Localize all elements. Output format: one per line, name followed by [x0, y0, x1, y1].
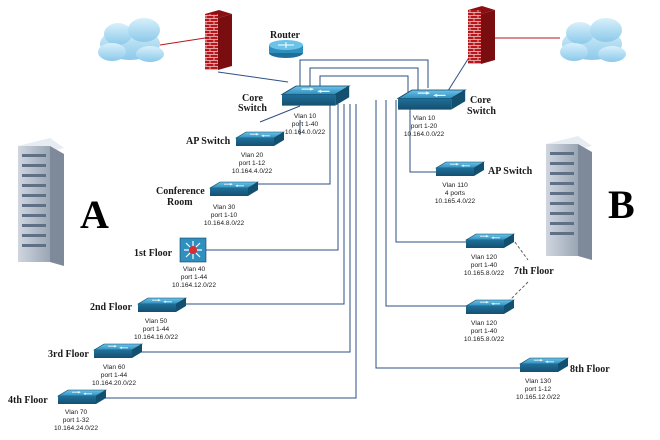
- floor2-vlan: Vlan 50: [145, 318, 168, 325]
- floor7-switch-1-icon: [465, 233, 515, 249]
- network-links: [100, 47, 524, 399]
- internet-links: [159, 37, 560, 46]
- floor3-link: [140, 104, 351, 353]
- core-switch-a-icon: [281, 85, 350, 107]
- trunk-link-3: [319, 75, 409, 92]
- floor4-link: [100, 104, 357, 399]
- floor1-label: 1st Floor: [134, 248, 173, 259]
- floor2-ports: port 1-44: [143, 326, 170, 333]
- floor7-dashed-links: [507, 237, 529, 303]
- floor7b-link: [385, 100, 470, 307]
- ap-b-label: AP Switch: [488, 166, 533, 177]
- core-b-subnet: 10.164.0.0/22: [404, 131, 445, 138]
- core-a-vlan: Vlan 10: [294, 113, 317, 120]
- cloud-left-icon: [98, 18, 164, 62]
- conference-vlan: Vlan 30: [213, 204, 236, 211]
- ap-a-label: AP Switch: [186, 136, 231, 147]
- ap-b-link: [409, 108, 440, 173]
- core-a-subnet: 10.164.0.0/22: [285, 129, 326, 136]
- building-b-icon: [546, 136, 592, 260]
- ap-a-ports: port 1-12: [239, 160, 266, 167]
- floor7-sw2-vlan: Vlan 120: [471, 320, 497, 327]
- core-b-label-2: Switch: [467, 106, 496, 117]
- floor7a-link: [395, 100, 470, 243]
- ap-a-link: [259, 105, 301, 123]
- floor7-sw1-vlan: Vlan 120: [471, 254, 497, 261]
- floor8-ports: port 1-12: [525, 386, 552, 393]
- floor4-subnet: 10.164.24.0/22: [54, 425, 98, 432]
- floor1-vlan: Vlan 40: [183, 266, 206, 273]
- floor1-multilayer-switch-icon: [179, 237, 207, 263]
- floor7-sw2-subnet: 10.165.8.0/22: [464, 336, 505, 343]
- floor3-vlan: Vlan 60: [103, 364, 126, 371]
- cloud-a-link: [159, 37, 206, 46]
- floor8-link: [375, 100, 524, 369]
- ap-switch-a-icon: [235, 131, 285, 147]
- floor4-vlan: Vlan 70: [65, 409, 88, 416]
- firewall-right-icon: [468, 6, 495, 64]
- site-b-letter: B: [608, 182, 635, 227]
- conf-link: [232, 104, 331, 185]
- ap-switch-b-icon: [435, 161, 485, 177]
- floor7-sw1-subnet: 10.165.8.0/22: [464, 270, 505, 277]
- floor3-label: 3rd Floor: [48, 349, 89, 360]
- dashed-link-bottom: [507, 281, 529, 303]
- trunk-link-2: [309, 67, 419, 90]
- dashed-link-top: [511, 237, 529, 261]
- floor4-switch-icon: [57, 389, 107, 405]
- ap-b-ports: 4 ports: [445, 190, 466, 197]
- conference-ports: port 1-10: [211, 212, 238, 219]
- floor1-link: [206, 104, 339, 251]
- core-b-vlan: Vlan 10: [413, 115, 436, 122]
- floor8-switch-icon: [519, 357, 569, 373]
- core-a-label-2: Switch: [238, 103, 267, 114]
- building-a-icon: [18, 138, 64, 266]
- floor2-link: [182, 104, 345, 305]
- conference-label-2: Room: [167, 197, 193, 208]
- floor8-label: 8th Floor: [570, 364, 610, 375]
- floor8-vlan: Vlan 130: [525, 378, 551, 385]
- core-switch-b-icon: [397, 89, 466, 111]
- ap-a-subnet: 10.164.4.0/22: [232, 168, 273, 175]
- floor8-subnet: 10.165.12.0/22: [516, 394, 560, 401]
- core-b-label-1: Core: [470, 95, 491, 106]
- floor7-sw2-ports: port 1-40: [471, 328, 498, 335]
- floor7-sw1-ports: port 1-40: [471, 262, 498, 269]
- floor2-label: 2nd Floor: [90, 302, 133, 313]
- core-a-ports: port 1-40: [292, 121, 319, 128]
- firewall-left-icon: [205, 10, 232, 70]
- conference-label-1: Conference: [156, 186, 205, 197]
- trunk-link-1: [299, 59, 429, 88]
- floor4-label: 4th Floor: [8, 395, 48, 406]
- floor7-label: 7th Floor: [514, 266, 554, 277]
- floor2-switch-icon: [137, 297, 187, 313]
- fw-a-link: [217, 71, 289, 83]
- floor3-switch-icon: [93, 343, 143, 359]
- floor2-subnet: 10.164.16.0/22: [134, 334, 178, 341]
- core-a-label-1: Core: [242, 93, 263, 104]
- ap-b-subnet: 10.165.4.0/22: [435, 198, 476, 205]
- conference-subnet: 10.164.8.0/22: [204, 220, 245, 227]
- core-b-ports: port 1-20: [411, 123, 438, 130]
- floor3-ports: port 1-44: [101, 372, 128, 379]
- site-a-letter: A: [80, 192, 109, 237]
- floor7-switch-2-icon: [465, 299, 515, 315]
- floor1-ports: port 1-44: [181, 274, 208, 281]
- router-label: Router: [270, 30, 301, 41]
- ap-a-vlan: Vlan 20: [241, 152, 264, 159]
- floor1-subnet: 10.164.12.0/22: [172, 282, 216, 289]
- floor3-subnet: 10.164.20.0/22: [92, 380, 136, 387]
- floor4-ports: port 1-32: [63, 417, 90, 424]
- conference-switch-icon: [209, 181, 259, 197]
- ap-b-vlan: Vlan 110: [442, 182, 468, 189]
- cloud-right-icon: [560, 18, 626, 62]
- router-icon: [269, 40, 303, 58]
